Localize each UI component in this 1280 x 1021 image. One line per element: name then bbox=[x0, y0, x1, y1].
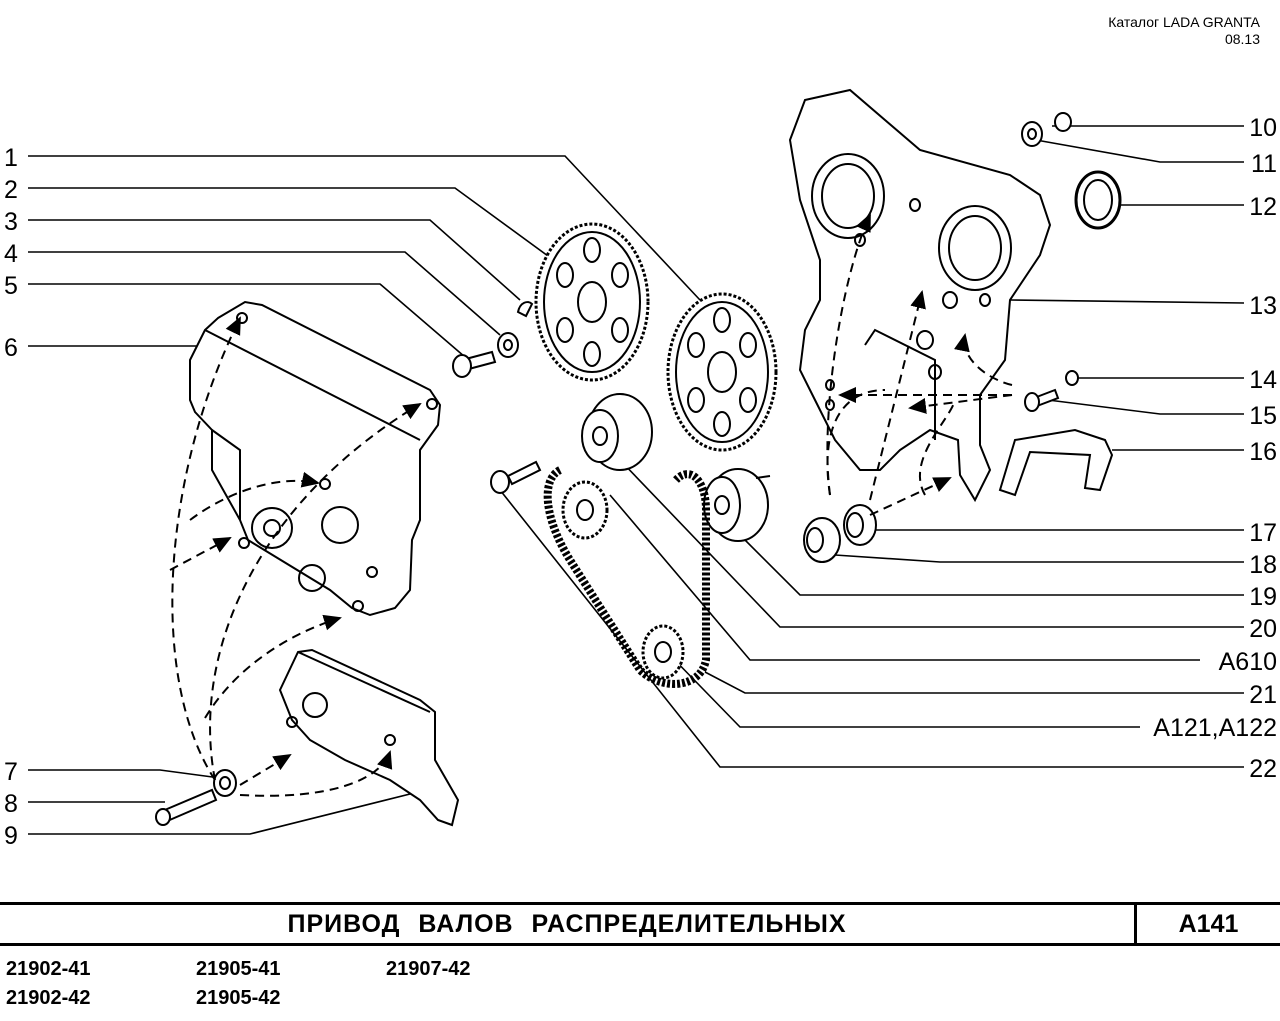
small-parts-upper-right bbox=[1021, 112, 1122, 412]
callout-A121-A122: A121,A122 bbox=[1153, 714, 1277, 742]
callout-A610: A610 bbox=[1219, 648, 1277, 676]
model-code: 21902-41 bbox=[6, 958, 91, 980]
assembly-arrows bbox=[169, 213, 1013, 797]
callout-3: 3 bbox=[4, 208, 18, 236]
camshaft-pulley-intake bbox=[534, 222, 650, 382]
cover-bracket bbox=[998, 428, 1114, 497]
callout-5: 5 bbox=[4, 272, 18, 300]
callout-10: 10 bbox=[1249, 114, 1277, 142]
callout-17: 17 bbox=[1249, 519, 1277, 547]
title-separator bbox=[1134, 905, 1137, 943]
callout-19: 19 bbox=[1249, 583, 1277, 611]
upper-belt-cover bbox=[189, 300, 442, 617]
pulley-bolt bbox=[490, 460, 542, 494]
key bbox=[516, 301, 534, 318]
section-code: A141 bbox=[1178, 910, 1239, 938]
callout-15: 15 bbox=[1249, 402, 1277, 430]
section-title: ПРИВОД ВАЛОВ РАСПРЕДЕЛИТЕЛЬНЫХ bbox=[287, 910, 847, 938]
crankshaft-pulley bbox=[561, 480, 609, 540]
lower-belt-cover bbox=[278, 648, 460, 827]
model-code: 21902-42 bbox=[6, 987, 91, 1009]
callout-14: 14 bbox=[1249, 366, 1277, 394]
callout-7: 7 bbox=[4, 758, 18, 786]
camshaft-pulley-exhaust bbox=[666, 292, 778, 452]
rear-cover bbox=[788, 88, 1052, 503]
callout-21: 21 bbox=[1249, 681, 1277, 709]
water-pump-pulley bbox=[641, 624, 685, 680]
callout-9: 9 bbox=[4, 822, 18, 850]
callout-2: 2 bbox=[4, 176, 18, 204]
timing-belt bbox=[543, 466, 710, 688]
tensioner-roller bbox=[581, 393, 653, 471]
callout-22: 22 bbox=[1249, 755, 1277, 783]
bushings bbox=[803, 504, 877, 563]
callout-20: 20 bbox=[1249, 615, 1277, 643]
callout-1: 1 bbox=[4, 144, 18, 172]
model-code: 21907-42 bbox=[386, 958, 471, 980]
bolt-and-washer-upper bbox=[452, 332, 519, 378]
model-code: 21905-41 bbox=[196, 958, 281, 980]
callout-16: 16 bbox=[1249, 438, 1277, 466]
bolt-and-washer bbox=[155, 769, 237, 826]
callout-8: 8 bbox=[4, 790, 18, 818]
callout-4: 4 bbox=[4, 240, 18, 268]
callout-12: 12 bbox=[1249, 193, 1277, 221]
parts-diagram: 1 2 3 4 5 6 7 8 9 10 11 12 13 14 15 16 1… bbox=[4, 88, 1277, 850]
leader-lines bbox=[28, 125, 1245, 835]
idler-roller bbox=[703, 468, 771, 542]
catalog-name: Каталог LADA GRANTA bbox=[1108, 14, 1260, 30]
model-code: 21905-42 bbox=[196, 987, 281, 1009]
catalog-header: Каталог LADA GRANTA 08.13 bbox=[1108, 14, 1260, 48]
callout-18: 18 bbox=[1249, 551, 1277, 579]
callout-13: 13 bbox=[1249, 292, 1277, 320]
title-bar: ПРИВОД ВАЛОВ РАСПРЕДЕЛИТЕЛЬНЫХ A141 bbox=[0, 902, 1280, 946]
callout-11: 11 bbox=[1251, 150, 1277, 178]
callout-6: 6 bbox=[4, 334, 18, 362]
catalog-date: 08.13 bbox=[1224, 31, 1260, 47]
